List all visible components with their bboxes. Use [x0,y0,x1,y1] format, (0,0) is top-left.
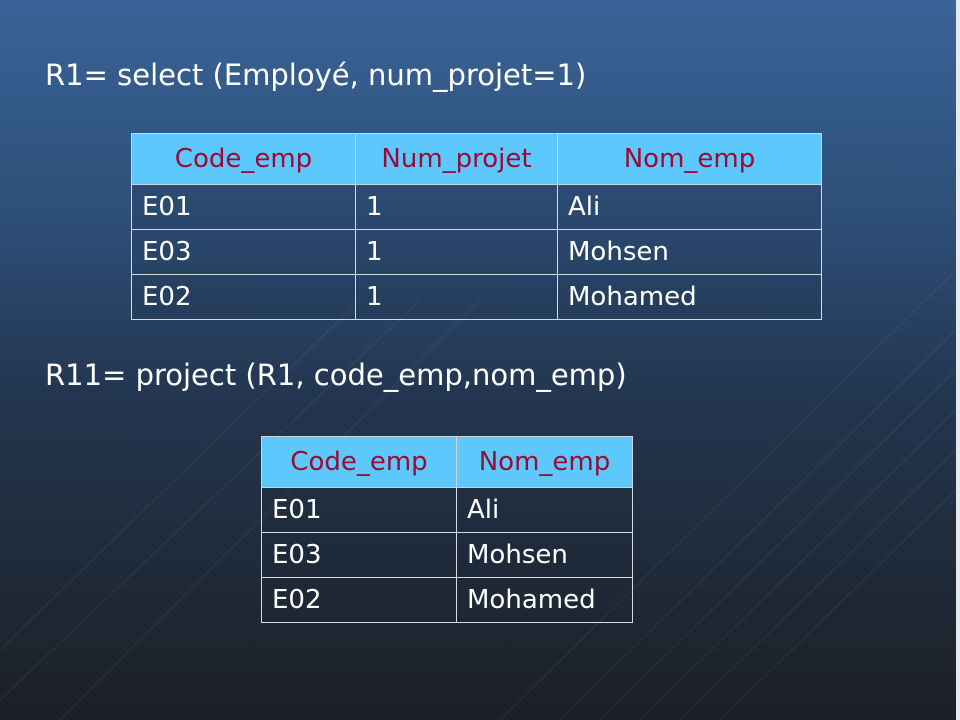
cell-num-projet: 1 [355,229,558,275]
cell-num-projet: 1 [355,274,558,320]
cell-nom-emp: Mohamed [456,577,633,623]
relation-r11-heading: R11= project (R1, code_emp,nom_emp) [45,358,627,392]
relation-r1-table: Code_emp Num_projet Nom_emp E01 1 Ali E0… [131,133,822,320]
cell-code-emp: E02 [131,274,356,320]
relation-r1-heading: R1= select (Employé, num_projet=1) [45,58,587,92]
window-edge [956,0,960,720]
cell-code-emp: E01 [131,184,356,230]
cell-nom-emp: Ali [456,487,633,533]
table-header-row: Code_emp Num_projet Nom_emp [131,133,822,185]
cell-code-emp: E01 [261,487,457,533]
cell-code-emp: E03 [261,532,457,578]
table-row: E01 Ali [261,487,633,533]
column-header-num-projet: Num_projet [355,133,558,185]
table-row: E02 Mohamed [261,577,633,623]
cell-nom-emp: Mohsen [557,229,822,275]
cell-num-projet: 1 [355,184,558,230]
table-row: E03 1 Mohsen [131,229,822,275]
cell-nom-emp: Mohamed [557,274,822,320]
column-header-code-emp: Code_emp [261,436,457,488]
column-header-code-emp: Code_emp [131,133,356,185]
cell-nom-emp: Mohsen [456,532,633,578]
column-header-nom-emp: Nom_emp [456,436,633,488]
cell-code-emp: E03 [131,229,356,275]
table-header-row: Code_emp Nom_emp [261,436,633,488]
relation-r11-table: Code_emp Nom_emp E01 Ali E03 Mohsen E02 … [261,436,633,623]
table-row: E02 1 Mohamed [131,274,822,320]
column-header-nom-emp: Nom_emp [557,133,822,185]
table-row: E01 1 Ali [131,184,822,230]
cell-nom-emp: Ali [557,184,822,230]
cell-code-emp: E02 [261,577,457,623]
table-row: E03 Mohsen [261,532,633,578]
